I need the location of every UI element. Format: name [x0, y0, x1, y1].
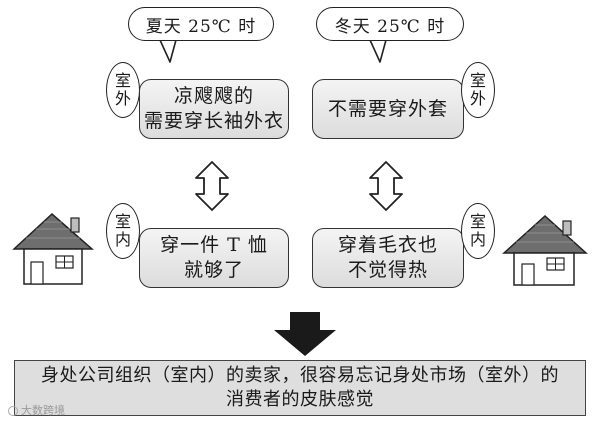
summary-caption-text: 身处公司组织（室内）的卖家，很容易忘记身处市场（室外）的 消费者的皮肤感觉 [41, 364, 559, 410]
tag-char: 内 [114, 230, 131, 249]
tag-char: 室 [469, 211, 486, 231]
tag-char: 外 [114, 89, 131, 108]
summer-indoor-tag: 室内 [106, 203, 140, 259]
winter-outdoor-tag: 室外 [461, 62, 495, 118]
tag-char: 室 [469, 70, 486, 90]
summer-bubble-tail [159, 39, 177, 63]
summer-title: 夏天 25℃ 时 [145, 16, 257, 37]
winter-double-arrow-icon [369, 161, 403, 211]
winter-indoor-text: 穿着毛衣也 不觉得热 [337, 234, 438, 281]
down-arrow-icon [274, 312, 336, 356]
summer-indoor-text: 穿一件 T 恤 就够了 [160, 234, 268, 281]
summer-outdoor-tag: 室外 [106, 62, 140, 118]
winter-bubble-tail [369, 39, 387, 63]
summary-caption: 身处公司组织（室内）的卖家，很容易忘记身处市场（室外）的 消费者的皮肤感觉 [14, 360, 586, 416]
winter-outdoor-panel: 不需要穿外套 [312, 79, 464, 139]
summer-indoor-panel: 穿一件 T 恤 就够了 [139, 228, 289, 288]
watermark-text: 大数跨境 [21, 404, 65, 417]
tag-char: 室 [114, 70, 131, 90]
watermark: 大数跨境 [8, 402, 65, 418]
summer-double-arrow-icon [195, 161, 229, 211]
winter-indoor-panel: 穿着毛衣也 不觉得热 [312, 228, 464, 288]
watermark-logo-icon [8, 406, 18, 416]
tag-char: 内 [469, 230, 486, 249]
summer-outdoor-panel: 凉飕飕的 需要穿长袖外衣 [139, 79, 289, 139]
winter-indoor-tag: 室内 [461, 203, 495, 259]
winter-title-bubble: 冬天 25℃ 时 [316, 7, 464, 41]
summer-title-bubble: 夏天 25℃ 时 [128, 7, 274, 41]
tag-char: 外 [469, 89, 486, 108]
summer-outdoor-text: 凉飕飕的 需要穿长袖外衣 [144, 85, 285, 132]
house-left-icon [12, 212, 94, 285]
winter-outdoor-text: 不需要穿外套 [327, 97, 448, 120]
tag-char: 室 [114, 211, 131, 231]
house-right-icon [502, 214, 588, 286]
winter-title: 冬天 25℃ 时 [334, 16, 446, 37]
